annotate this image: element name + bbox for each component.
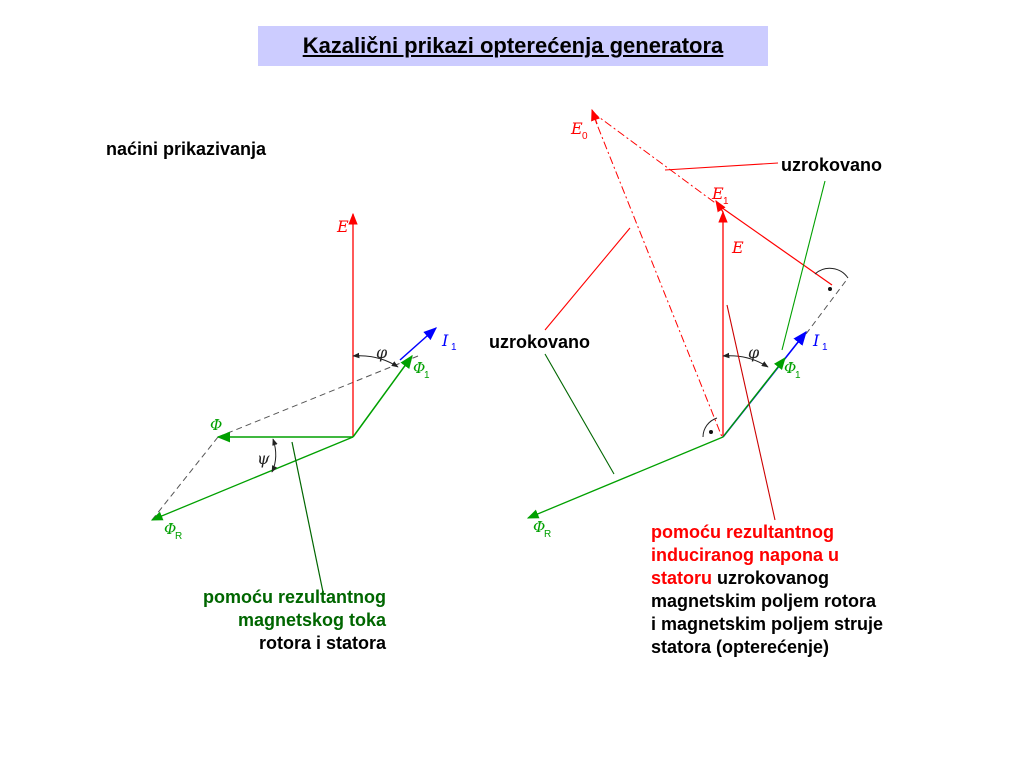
- right-label-E0: E 0: [570, 119, 588, 142]
- svg-text:1: 1: [451, 342, 457, 353]
- left-caption-line-2: magnetskog toka: [237, 610, 386, 630]
- left-diagram: E φ ψ I 1 Φ 1 Φ Φ R: [150, 212, 457, 593]
- right-pointer-caused-top-red: [664, 162, 779, 171]
- right-angle-marker-origin: [702, 417, 718, 438]
- svg-text:E: E: [570, 119, 583, 138]
- right-vector-E0-head: [591, 108, 600, 125]
- right-angle-dot-top: [828, 287, 832, 291]
- right-caption-line-5: i magnetskim poljem struje: [651, 614, 884, 634]
- right-angle-dot-origin: [709, 430, 713, 434]
- right-angle-marker-top: [814, 267, 849, 279]
- svg-text:Φ: Φ: [413, 359, 425, 377]
- left-caption-line-1: pomoću rezultantnog: [203, 587, 386, 607]
- page-title: Kazalični prikazi opterećenja generatora: [302, 33, 724, 58]
- title-box: Kazalični prikazi opterećenja generatora: [258, 26, 768, 66]
- left-dashed-phi1-to-phi: [217, 355, 419, 438]
- svg-text:1: 1: [822, 342, 828, 353]
- right-caption: pomoću rezultantnog induciranog napona u…: [651, 521, 971, 659]
- svg-text:0: 0: [582, 131, 588, 142]
- right-vector-Phi1: [722, 357, 786, 438]
- right-caption-line-6: statora (opterećenje): [651, 637, 830, 657]
- left-label-Phi: Φ: [210, 416, 222, 434]
- right-pointer-caption-red: [726, 304, 776, 521]
- right-label-PhiR: Φ R: [533, 518, 551, 540]
- caused-label-left: uzrokovano: [489, 332, 591, 352]
- svg-text:I: I: [812, 331, 820, 350]
- subtitle: naćini prikazivanja: [106, 139, 267, 159]
- right-diagram: E 0 E 1 E φ I 1 Φ 1 Φ R: [526, 108, 849, 540]
- left-caption-pointer: [291, 441, 324, 593]
- left-label-I1: I 1: [441, 331, 457, 353]
- svg-text:E: E: [711, 184, 724, 203]
- left-label-E: E: [336, 217, 349, 236]
- right-pointer-caused-top-green: [781, 180, 826, 351]
- left-label-phi: φ: [376, 343, 388, 362]
- svg-text:Φ: Φ: [533, 518, 545, 536]
- right-dashdot-E0-to-origin: [591, 111, 723, 438]
- left-angle-psi-arc: [271, 438, 278, 473]
- svg-text:Φ: Φ: [784, 359, 796, 377]
- left-label-psi: ψ: [257, 449, 270, 468]
- svg-text:R: R: [544, 529, 551, 540]
- right-label-I1: I 1: [812, 331, 828, 353]
- svg-text:1: 1: [723, 196, 729, 207]
- right-pointer-caused-left-red: [544, 227, 631, 331]
- right-caption-line-3-red: statoru: [651, 568, 713, 588]
- svg-text:I: I: [441, 331, 449, 350]
- left-label-PhiR: Φ R: [164, 520, 182, 542]
- svg-text:R: R: [175, 531, 182, 542]
- right-vector-E1-head: [715, 200, 726, 213]
- right-caption-line-2: induciranog napona u: [651, 545, 839, 565]
- right-angle-phi-arc: [722, 352, 769, 368]
- left-angle-phi-arc: [352, 352, 399, 368]
- right-caption-line-3: statoru uzrokovanog: [651, 567, 971, 590]
- right-label-E: E: [731, 238, 744, 257]
- right-dashdot-E0-to-E1: [591, 111, 719, 206]
- left-vector-Phi1: [352, 354, 413, 438]
- right-caption-line-4: magnetskim poljem rotora: [651, 591, 877, 611]
- left-caption: pomoću rezultantnog magnetskog toka roto…: [120, 586, 386, 655]
- right-vector-E1-line: [717, 204, 833, 286]
- right-dashed-I1-extension: [799, 277, 849, 343]
- right-vector-PhiR: [526, 436, 724, 519]
- left-label-Phi1: Φ 1: [413, 359, 430, 381]
- svg-text:1: 1: [795, 370, 801, 381]
- svg-text:1: 1: [424, 370, 430, 381]
- right-caption-line-3-black: uzrokovanog: [712, 568, 830, 588]
- right-label-Phi1: Φ 1: [784, 359, 801, 381]
- right-caption-line-1: pomoću rezultantnog: [651, 522, 834, 542]
- left-dashed-phi-to-phiR: [151, 436, 219, 521]
- right-label-phi: φ: [748, 343, 760, 362]
- right-pointer-caused-left-green: [544, 353, 615, 475]
- right-label-E1: E 1: [711, 184, 729, 207]
- caused-label-right: uzrokovano: [781, 155, 883, 175]
- left-vector-I1: [399, 327, 438, 361]
- left-vector-PhiR: [150, 436, 354, 521]
- left-caption-line-3: rotora i statora: [258, 633, 386, 653]
- svg-text:Φ: Φ: [164, 520, 176, 538]
